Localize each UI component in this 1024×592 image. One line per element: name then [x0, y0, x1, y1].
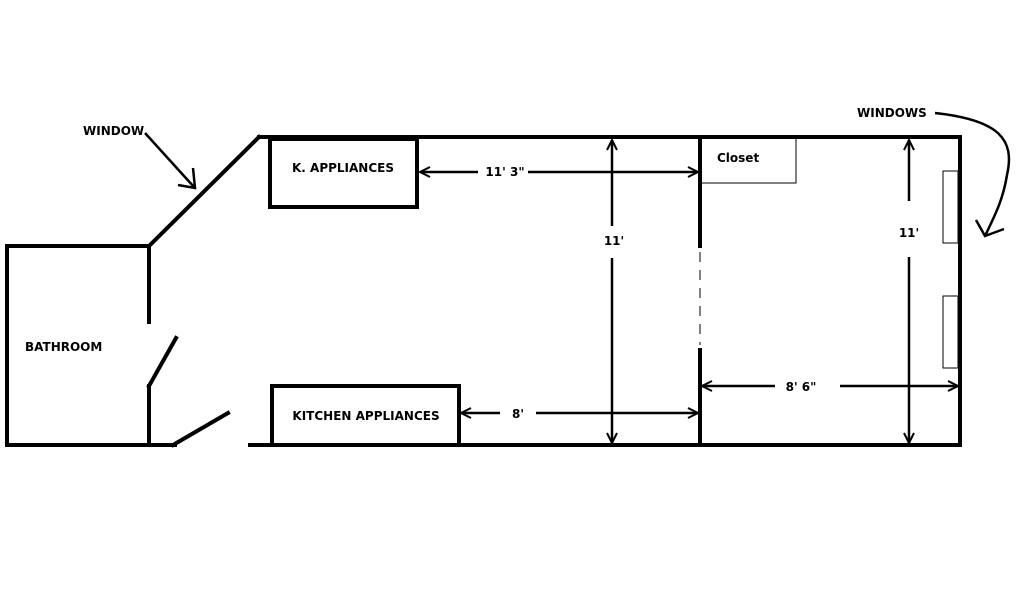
entry-door [170, 410, 231, 448]
closet-label: Closet [717, 151, 759, 165]
kitchen-appliances-box [270, 384, 461, 447]
diagonal-window-wall [146, 134, 262, 249]
k-appliances-label: K. APPLIANCES [292, 161, 394, 175]
bathroom-door [146, 335, 179, 389]
closet-box [701, 139, 797, 184]
bathroom-label: BATHROOM [25, 340, 102, 354]
windows-arrowhead-icon [974, 219, 1005, 238]
outer-walls [146, 134, 962, 447]
window-right-1 [942, 170, 959, 244]
k-appliances-box [268, 137, 419, 209]
window-arrowhead-icon [177, 167, 197, 190]
kitchen-appliances-label: KITCHEN APPLIANCES [292, 409, 439, 423]
windows-callout-label: WINDOWS [857, 106, 927, 120]
dim-room-width: 8' 6" [786, 380, 817, 394]
window-right-2 [942, 295, 959, 369]
windows-callout-arrow [934, 111, 1011, 237]
dim-kitchen-height: 11' [604, 234, 624, 248]
dim-kitchen-bottom-width: 8' [512, 407, 524, 421]
dim-room-height: 11' [899, 226, 919, 240]
window-callout-label: WINDOW [83, 124, 144, 138]
dim-kitchen-top-width: 11' 3" [485, 165, 524, 179]
main-walls [248, 135, 962, 447]
bathroom-walls [5, 244, 177, 447]
window-callout-arrow [144, 132, 195, 188]
bathroom: BATHROOM [5, 244, 179, 447]
